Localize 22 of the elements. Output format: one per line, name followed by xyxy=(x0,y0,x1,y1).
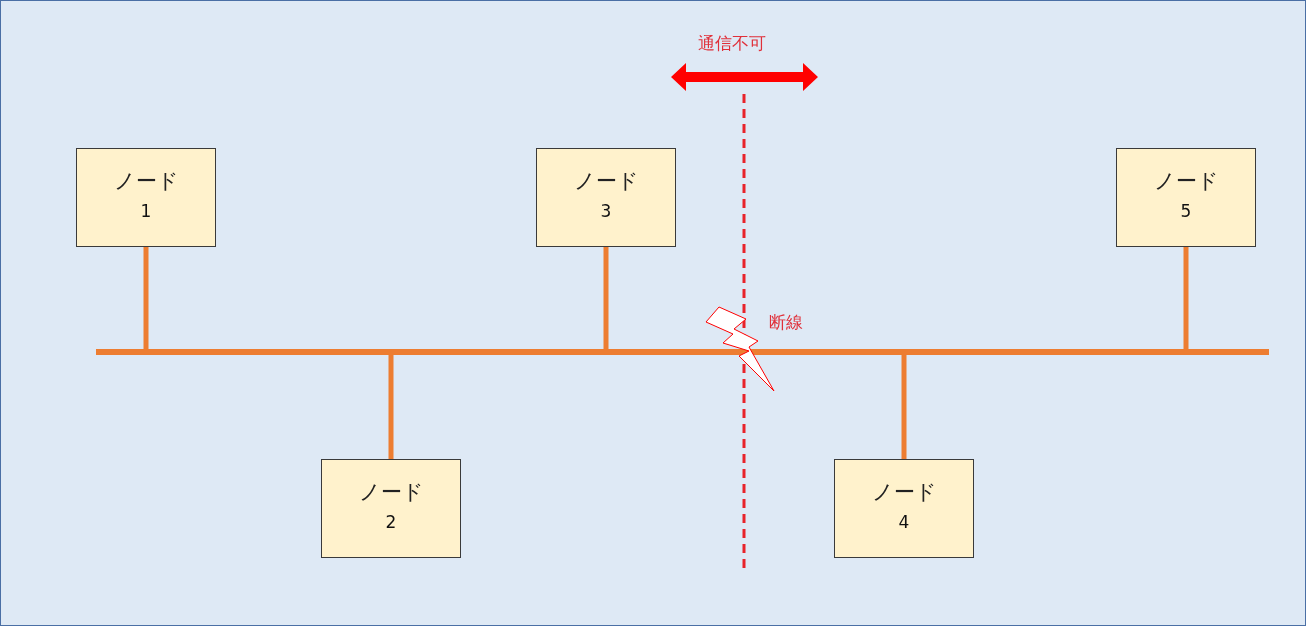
node-label: ノード xyxy=(113,168,179,195)
node-label: ノード xyxy=(1153,168,1219,195)
node-number: 5 xyxy=(1180,201,1192,221)
note-label: 通信不可 xyxy=(698,32,766,55)
node-box xyxy=(76,148,216,247)
connector-line xyxy=(388,355,394,459)
connector-line xyxy=(603,247,609,349)
node-label: ノード xyxy=(358,479,424,506)
connector-line xyxy=(1183,247,1189,349)
node-number: 3 xyxy=(600,201,612,221)
node-box xyxy=(1116,148,1256,247)
node-number: 2 xyxy=(385,512,397,532)
node-box xyxy=(536,148,676,247)
node-box xyxy=(321,459,461,558)
node-label: ノード xyxy=(573,168,639,195)
note-label: 断線 xyxy=(769,311,803,334)
connector-line xyxy=(143,247,149,349)
node-box xyxy=(834,459,974,558)
connector-line xyxy=(901,355,907,459)
node-number: 1 xyxy=(140,201,152,221)
node-number: 4 xyxy=(898,512,910,532)
node-label: ノード xyxy=(871,479,937,506)
